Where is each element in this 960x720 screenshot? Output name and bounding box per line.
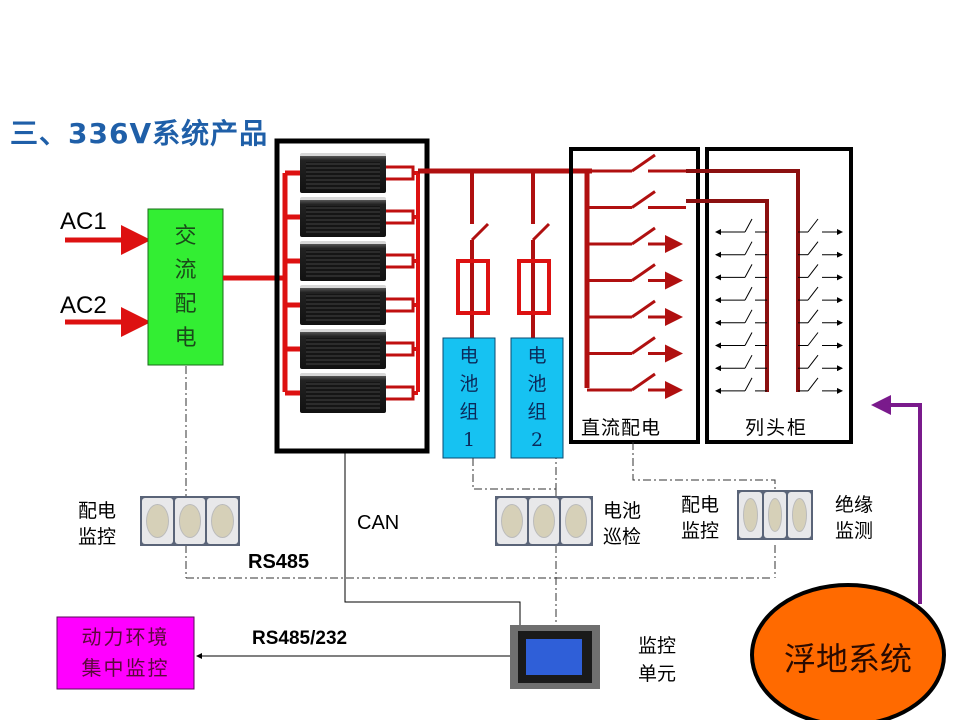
battery-inspection-label: 电池 巡检 bbox=[603, 500, 642, 548]
column-branch-left bbox=[715, 218, 767, 235]
battery-group-2-box bbox=[510, 337, 564, 459]
column-branch-right bbox=[798, 332, 843, 349]
battery-branch-1 bbox=[456, 171, 490, 338]
dc-distribution-label: 直流配电 bbox=[581, 417, 662, 439]
rs485-label: RS485 bbox=[248, 551, 310, 573]
fuse-icon bbox=[381, 165, 415, 181]
rectifier-module bbox=[300, 329, 386, 369]
battery-inspection-device bbox=[495, 496, 593, 546]
floating-system-ellipse bbox=[750, 583, 946, 720]
column-feed-1 bbox=[686, 169, 800, 392]
rectifier-cabinet bbox=[274, 138, 430, 454]
dc-branch-switch bbox=[587, 263, 683, 290]
ac-distribution-box bbox=[147, 208, 224, 366]
dc-branch-switch bbox=[587, 372, 683, 399]
rectifier-row bbox=[285, 209, 418, 225]
floating-system-label: 浮地系统 bbox=[783, 640, 912, 678]
battery-group-1-label: 电 池 组 1 bbox=[459, 345, 479, 451]
can-label: CAN bbox=[357, 512, 400, 534]
column-branch-left bbox=[715, 377, 767, 394]
dc-distribution-cabinet bbox=[569, 147, 700, 444]
column-branch-left bbox=[715, 354, 767, 372]
fuse-icon bbox=[381, 341, 415, 357]
column-branch-right bbox=[798, 241, 843, 258]
column-branch-left bbox=[715, 241, 767, 258]
dc-branch-switch bbox=[587, 190, 686, 209]
insulation-monitor-label: 绝缘 监测 bbox=[835, 494, 874, 542]
battery-branch-2 bbox=[517, 171, 551, 338]
column-branch-left bbox=[715, 264, 767, 281]
dc-monitor-signal bbox=[632, 442, 776, 492]
rectifier-module bbox=[300, 285, 386, 325]
column-branch-left bbox=[715, 332, 767, 349]
monitor-unit-label: 监控 单元 bbox=[638, 635, 677, 685]
fuse-icon bbox=[381, 385, 415, 401]
battery-group-1-box bbox=[442, 337, 496, 459]
rs485-232-label: RS485/232 bbox=[252, 628, 348, 649]
dc-branch-switch bbox=[587, 226, 683, 253]
column-branch-left bbox=[715, 286, 767, 304]
fuse-icon bbox=[381, 253, 415, 269]
rectifier-module bbox=[300, 153, 386, 193]
floating-system-arrow bbox=[871, 395, 922, 604]
column-branch-right bbox=[798, 218, 843, 235]
power-monitor-left-device bbox=[140, 496, 240, 546]
ac1-label: AC1 bbox=[60, 208, 107, 235]
page-title: 三、336V系统产品 bbox=[10, 117, 269, 150]
power-monitor-right-device bbox=[737, 490, 813, 540]
env-monitor-box bbox=[56, 616, 195, 690]
env-monitor-label: 动力环境 集中监控 bbox=[81, 625, 170, 680]
column-branch-right bbox=[798, 354, 843, 372]
battery-inspection-signal bbox=[472, 458, 557, 490]
dc-branch-switch bbox=[587, 299, 683, 326]
power-monitor-left-label: 配电 监控 bbox=[78, 500, 117, 548]
rectifier-module bbox=[300, 373, 386, 413]
ac-distribution-label: 交 流 配 电 bbox=[174, 224, 197, 351]
monitor-unit-device bbox=[510, 625, 600, 689]
power-monitor-right-label: 配电 监控 bbox=[681, 494, 720, 542]
dc-branch-switch bbox=[587, 336, 683, 363]
column-head-label: 列头柜 bbox=[745, 417, 809, 439]
rectifier-bus bbox=[282, 173, 420, 392]
column-branch-right bbox=[798, 377, 843, 394]
column-head-cabinet bbox=[705, 147, 853, 444]
ac2-label: AC2 bbox=[60, 292, 107, 319]
column-branch-right bbox=[798, 286, 843, 304]
battery-group-2-label: 电 池 组 2 bbox=[527, 345, 547, 451]
column-branch-right bbox=[798, 309, 843, 326]
column-branch-right bbox=[798, 264, 843, 281]
fuse-icon bbox=[381, 297, 415, 313]
rectifier-module bbox=[300, 197, 386, 237]
can-bus-line bbox=[344, 451, 521, 625]
fuse-icon bbox=[381, 209, 415, 225]
dc-branch-switch bbox=[587, 153, 686, 173]
column-branch-left bbox=[715, 309, 767, 326]
column-feed-2 bbox=[686, 199, 769, 392]
rectifier-module bbox=[300, 241, 386, 281]
